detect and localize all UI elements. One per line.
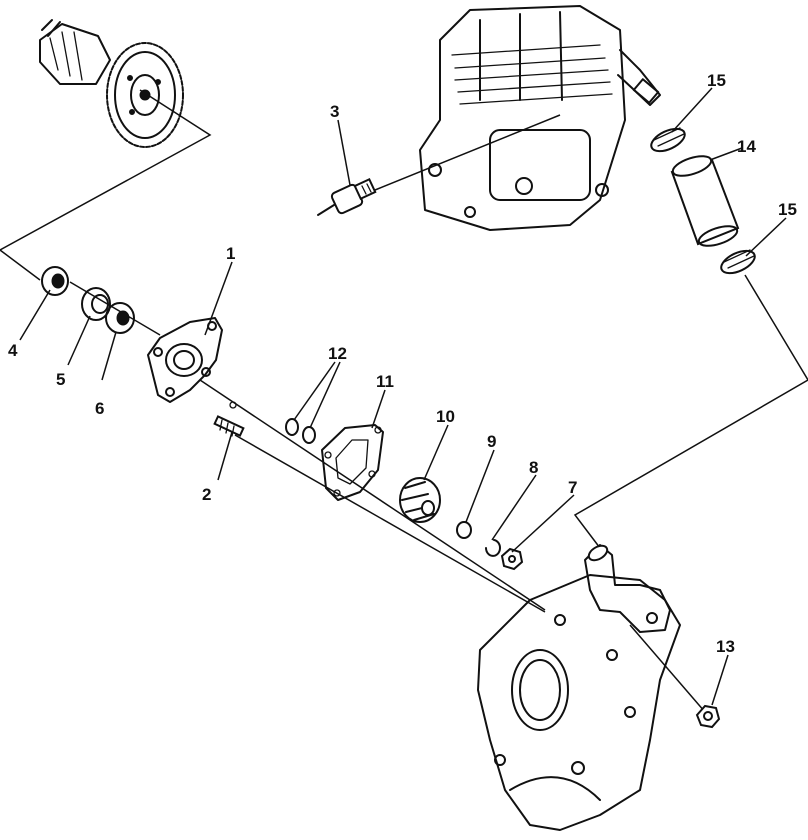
part-14-coolant-hose xyxy=(670,155,740,247)
callout-13: 13 xyxy=(716,637,735,656)
callout-2: 2 xyxy=(202,485,211,504)
part-3-temp-sender xyxy=(317,177,377,216)
cylinder-head-assembly xyxy=(419,5,661,231)
part-11-gasket xyxy=(321,424,384,501)
camshaft-gear-assembly xyxy=(39,19,184,148)
callout-3: 3 xyxy=(330,102,339,121)
callout-15-upper: 15 xyxy=(707,71,726,90)
part-13-nut xyxy=(695,704,721,729)
part-2-stud xyxy=(213,415,245,437)
part-9-washer xyxy=(456,521,472,539)
part-15-hose-clamp-lower xyxy=(720,249,756,275)
callout-labels: 1 2 3 4 5 6 7 8 9 10 11 12 13 14 15 15 xyxy=(8,71,797,656)
callout-12: 12 xyxy=(328,344,347,363)
callout-6: 6 xyxy=(95,399,104,418)
part-5-spacer xyxy=(81,287,111,321)
part-6-oil-seal xyxy=(105,302,135,334)
part-8-circlip xyxy=(485,539,501,557)
assembly-lines xyxy=(0,89,808,713)
callout-11: 11 xyxy=(376,372,394,391)
callout-8: 8 xyxy=(529,458,538,477)
part-15-hose-clamp-upper xyxy=(650,127,686,153)
callout-14: 14 xyxy=(737,137,756,156)
callout-9: 9 xyxy=(487,432,496,451)
part-12-o-rings xyxy=(285,418,316,444)
part-7-nut xyxy=(500,547,524,571)
engine-side-cover xyxy=(477,544,681,831)
callout-4: 4 xyxy=(8,341,18,360)
part-10-impeller xyxy=(399,477,441,523)
callout-10: 10 xyxy=(436,407,455,426)
callout-5: 5 xyxy=(56,370,65,389)
callout-leaders xyxy=(19,87,787,706)
part-4-bearing xyxy=(41,266,69,296)
callout-1: 1 xyxy=(226,244,235,263)
callout-7: 7 xyxy=(568,478,577,497)
callout-15-lower: 15 xyxy=(778,200,797,219)
